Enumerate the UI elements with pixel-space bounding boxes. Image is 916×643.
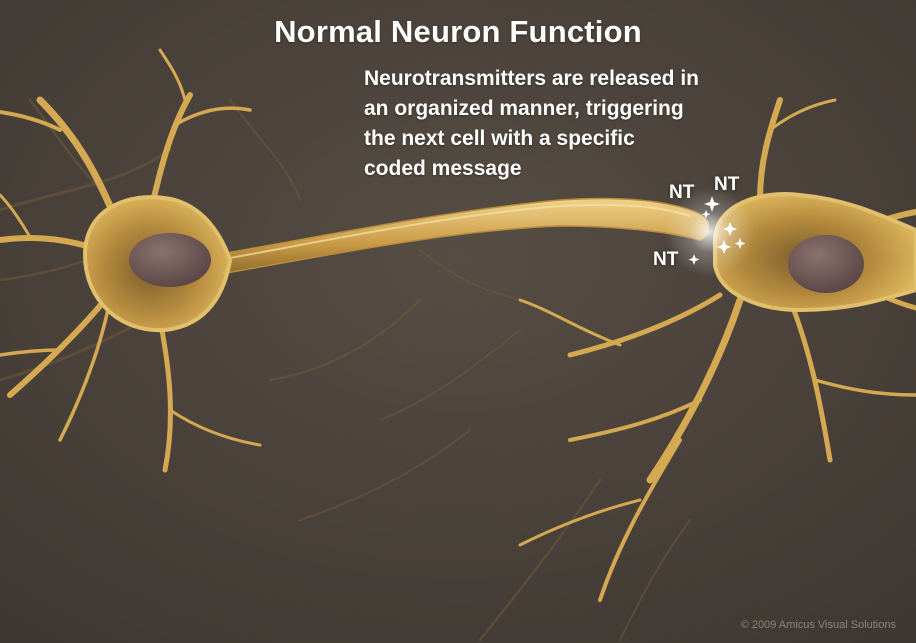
copyright-notice: © 2009 Amicus Visual Solutions <box>740 619 896 631</box>
caption-line: the next cell with a specific <box>364 127 635 150</box>
synapse-glow <box>665 187 755 277</box>
caption-line: coded message <box>364 157 522 180</box>
right-neuron-dendrites <box>518 97 916 602</box>
neurotransmitter-sparkles <box>688 196 746 265</box>
axon-highlight <box>229 203 691 259</box>
nt-label: NT <box>714 174 740 195</box>
caption-line: an organized manner, triggering <box>364 97 684 120</box>
caption-text: Neurotransmitters are released in an org… <box>364 64 804 184</box>
caption-line: Neurotransmitters are released in <box>364 67 699 90</box>
left-neuron-dendrites <box>0 48 262 473</box>
left-neuron-nucleus <box>129 233 211 287</box>
diagram-title: Normal Neuron Function <box>274 14 642 49</box>
nt-label: NT <box>669 182 695 203</box>
right-neuron-nucleus <box>788 235 864 293</box>
nt-label: NT <box>653 249 679 270</box>
